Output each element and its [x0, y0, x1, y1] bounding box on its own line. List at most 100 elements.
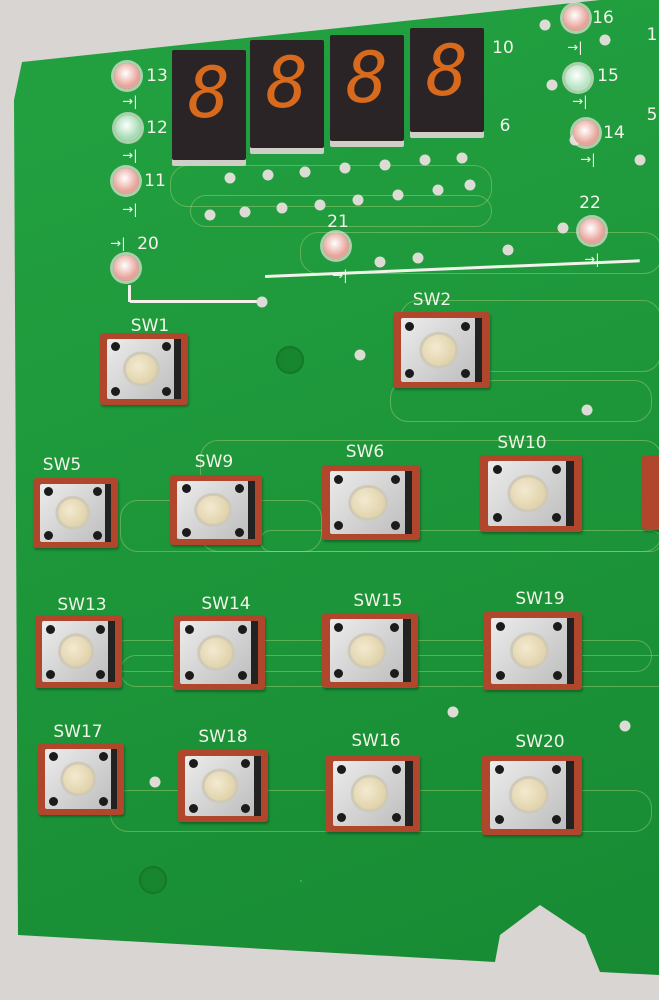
tactile-switch[interactable]	[33, 478, 118, 548]
led	[565, 65, 591, 91]
switch-pin	[184, 671, 194, 681]
via	[239, 206, 251, 218]
via	[546, 79, 558, 91]
switch-pin	[98, 752, 108, 762]
tactile-switch[interactable]	[35, 615, 122, 688]
switch-label: SW18	[198, 727, 248, 747]
switch-button	[351, 487, 385, 518]
via	[412, 252, 424, 264]
switch-pin	[189, 804, 199, 814]
switch-pin	[43, 530, 53, 540]
switch-button	[63, 764, 94, 794]
switch-button	[58, 498, 88, 528]
tactile-switch[interactable]	[325, 755, 420, 832]
via	[456, 152, 468, 164]
tactile-switch[interactable]	[480, 455, 582, 532]
switch-button	[197, 495, 230, 525]
switch-pin	[391, 812, 401, 822]
switch-body	[488, 461, 575, 526]
trace	[300, 232, 659, 274]
tactile-switch[interactable]	[483, 612, 582, 690]
switch-pin	[96, 624, 106, 634]
tactile-switch[interactable]	[322, 613, 418, 688]
switch-button	[511, 778, 547, 812]
via	[224, 172, 236, 184]
switch-body	[332, 761, 413, 826]
switch-pin	[43, 487, 53, 497]
via	[557, 222, 569, 234]
via	[619, 720, 631, 732]
tactile-switch[interactable]	[100, 333, 188, 405]
switch-pin	[390, 474, 400, 484]
switch-pin	[184, 624, 194, 634]
switch-pin	[391, 765, 401, 775]
led-label: 20	[137, 234, 159, 254]
led-label: 15	[597, 66, 619, 86]
switch-label: SW2	[412, 290, 452, 310]
led-label: 13	[146, 66, 168, 86]
tactile-switch[interactable]	[170, 475, 262, 545]
tactile-switch[interactable]	[38, 743, 124, 815]
switch-button	[421, 334, 456, 366]
seven-segment-digit: 8	[172, 50, 246, 160]
switch-side	[474, 318, 483, 382]
switch-pin	[494, 765, 504, 775]
tactile-switch[interactable]	[322, 465, 420, 540]
led	[323, 233, 349, 259]
diode-symbol: →|	[332, 268, 348, 284]
tactile-switch[interactable]	[173, 615, 265, 690]
switch-side	[247, 480, 255, 540]
switch-side	[108, 620, 116, 683]
mounting-hole	[276, 346, 304, 374]
switch-label: SW15	[353, 591, 403, 611]
switch-pin	[237, 671, 247, 681]
switch-pin	[46, 669, 56, 679]
diode-symbol: →|	[584, 252, 600, 268]
switch-pin	[552, 815, 562, 825]
switch-side	[104, 483, 112, 543]
via	[262, 169, 274, 181]
tactile-switch[interactable]	[393, 312, 490, 388]
switch-pin	[334, 521, 344, 531]
switch-pin	[237, 624, 247, 634]
switch-pin	[334, 474, 344, 484]
switch-pin	[241, 804, 251, 814]
switch-pin	[234, 484, 244, 494]
via	[256, 296, 268, 308]
display-pin-label: 10	[492, 38, 514, 58]
via	[432, 184, 444, 196]
switch-pin	[46, 624, 56, 634]
via	[374, 256, 386, 268]
switch-label: SW10	[497, 433, 547, 453]
led-label: 21	[327, 212, 349, 232]
seven-segment-digit: 8	[250, 40, 324, 148]
switch-pin	[461, 321, 471, 331]
via	[419, 154, 431, 166]
display-pin-label: 6	[499, 116, 511, 136]
via	[204, 209, 216, 221]
digit-value: 8	[345, 37, 389, 119]
switch-pin	[92, 487, 102, 497]
switch-side	[174, 338, 182, 400]
switch-pin	[552, 670, 562, 680]
via	[599, 34, 611, 46]
switch-pin	[181, 484, 191, 494]
switch-pin	[337, 765, 347, 775]
led-label: 12	[146, 118, 168, 138]
trace	[390, 380, 652, 422]
switch-label: SW9	[194, 452, 234, 472]
switch-pin	[161, 387, 171, 397]
tactile-switch[interactable]	[482, 755, 582, 835]
diode-symbol: →|	[572, 94, 588, 110]
via	[634, 154, 646, 166]
via	[581, 404, 593, 416]
tactile-switch[interactable]	[178, 750, 268, 822]
led-label: 14	[603, 123, 625, 143]
silkscreen-line	[128, 285, 131, 302]
via	[339, 162, 351, 174]
diode-symbol: →|	[122, 94, 138, 110]
switch-side	[250, 621, 258, 684]
switch-pin	[389, 669, 399, 679]
trace	[190, 195, 492, 227]
led-label: 11	[144, 171, 166, 191]
